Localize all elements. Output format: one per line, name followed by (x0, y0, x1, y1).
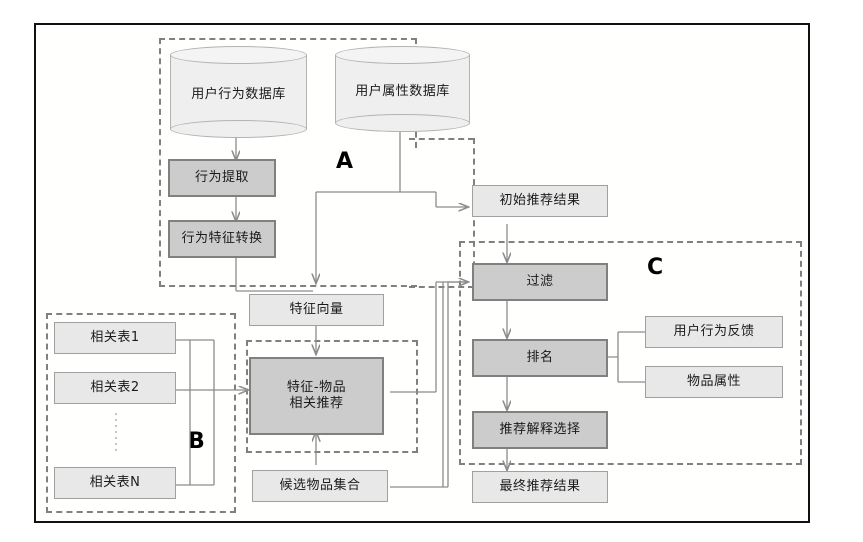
node-relation-table-1[interactable]: 相关表1 (54, 322, 176, 354)
group-region-c (459, 241, 802, 465)
group-region-b (46, 313, 236, 513)
node-initial-recommend-result[interactable]: 初始推荐结果 (472, 185, 608, 217)
node-relation-table-n[interactable]: 相关表N (54, 467, 176, 499)
node-line-2: 相关推荐 (289, 396, 344, 411)
node-behavior-extraction[interactable]: 行为提取 (168, 159, 276, 197)
cylinder-bottom (170, 120, 307, 138)
node-line-1: 特征-物品 (286, 379, 347, 395)
node-user-behavior-feedback[interactable]: 用户行为反馈 (645, 316, 783, 348)
datastore-user-attribute-db[interactable]: 用户属性数据库 (335, 46, 470, 132)
cylinder-body (170, 55, 307, 129)
node-ranking[interactable]: 排名 (472, 339, 608, 377)
node-candidate-item-set[interactable]: 候选物品集合 (252, 470, 388, 502)
group-letter-a: A (336, 149, 354, 174)
group-letter-c: C (647, 255, 664, 280)
cylinder-bottom (335, 114, 470, 132)
cylinder-top (335, 46, 470, 64)
group-region-a (159, 38, 417, 287)
node-feature-vector[interactable]: 特征向量 (249, 294, 384, 326)
group-letter-b: B (188, 429, 205, 454)
cylinder-body (335, 55, 470, 123)
node-recommend-explanation-select[interactable]: 推荐解释选择 (472, 411, 608, 449)
group-region-a-notch-top (409, 138, 474, 148)
node-final-recommend-result[interactable]: 最终推荐结果 (472, 471, 608, 503)
diagram-frame: A B C (34, 23, 810, 523)
ellipsis-dots (114, 413, 118, 451)
node-filter[interactable]: 过滤 (472, 263, 608, 301)
datastore-label: 用户属性数据库 (355, 83, 450, 99)
datastore-user-behavior-db[interactable]: 用户行为数据库 (170, 46, 307, 138)
node-item-attribute[interactable]: 物品属性 (645, 366, 783, 398)
cylinder-top (170, 46, 307, 64)
node-relation-table-2[interactable]: 相关表2 (54, 372, 176, 404)
datastore-label: 用户行为数据库 (191, 86, 286, 102)
node-behavior-feature-transform[interactable]: 行为特征转换 (168, 220, 276, 258)
group-region-a-bottom-ext (409, 278, 474, 288)
group-region-center (246, 340, 418, 453)
node-feature-item-recommend[interactable]: 特征-物品 相关推荐 (249, 357, 384, 435)
